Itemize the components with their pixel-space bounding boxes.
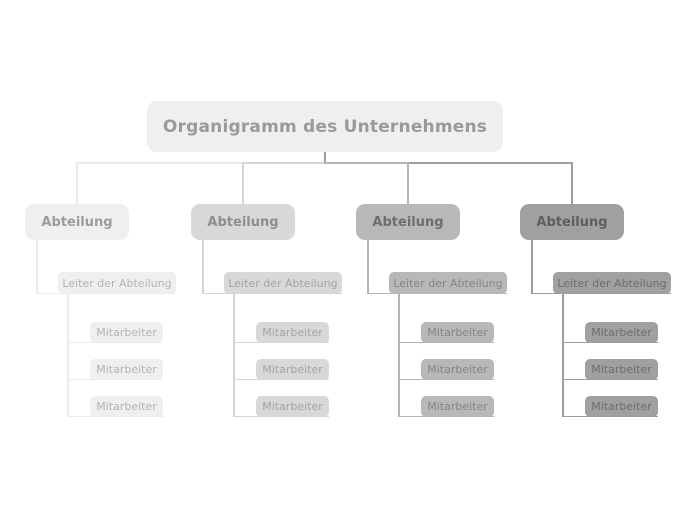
subtree-connector-line — [562, 294, 564, 417]
employee-connector-line — [398, 341, 494, 343]
employee-node: Mitarbeiter — [90, 322, 163, 343]
department-connector-line — [202, 240, 204, 294]
department-node: Abteilung — [25, 204, 129, 240]
employee-node: Mitarbeiter — [90, 359, 163, 380]
employee-connector-line — [67, 415, 163, 417]
employee-connector-line — [233, 378, 329, 380]
employee-connector-line — [67, 341, 163, 343]
leader-node: Leiter der Abteilung — [553, 272, 671, 294]
branch-connector-line — [407, 162, 409, 204]
employee-connector-line — [562, 378, 658, 380]
employee-node: Mitarbeiter — [90, 396, 163, 417]
tree-connector-segment — [324, 162, 408, 164]
org-column: Abteilung Leiter der Abteilung Mitarbeit… — [25, 0, 176, 520]
tree-connector-segment — [243, 162, 325, 164]
department-node: Abteilung — [520, 204, 624, 240]
employee-node: Mitarbeiter — [421, 396, 494, 417]
department-connector-line — [36, 240, 38, 294]
leader-connector-line — [531, 292, 671, 294]
employee-node: Mitarbeiter — [421, 359, 494, 380]
branch-connector-line — [76, 162, 78, 204]
department-node: Abteilung — [191, 204, 295, 240]
org-column: Abteilung Leiter der Abteilung Mitarbeit… — [356, 0, 507, 520]
org-column: Abteilung Leiter der Abteilung Mitarbeit… — [520, 0, 671, 520]
employee-connector-line — [562, 415, 658, 417]
employee-node: Mitarbeiter — [585, 322, 658, 343]
employee-connector-line — [398, 378, 494, 380]
leader-node: Leiter der Abteilung — [224, 272, 342, 294]
org-column: Abteilung Leiter der Abteilung Mitarbeit… — [191, 0, 342, 520]
employee-node: Mitarbeiter — [256, 359, 329, 380]
chart-title-node: Organigramm des Unternehmens — [147, 101, 503, 152]
department-connector-line — [531, 240, 533, 294]
leader-node: Leiter der Abteilung — [58, 272, 176, 294]
employee-connector-line — [233, 415, 329, 417]
subtree-connector-line — [398, 294, 400, 417]
branch-connector-line — [571, 162, 573, 204]
subtree-connector-line — [233, 294, 235, 417]
employee-node: Mitarbeiter — [256, 322, 329, 343]
branch-connector-line — [242, 162, 244, 204]
title-connector-line — [324, 152, 326, 163]
leader-node: Leiter der Abteilung — [389, 272, 507, 294]
employee-connector-line — [233, 341, 329, 343]
department-node: Abteilung — [356, 204, 460, 240]
employee-node: Mitarbeiter — [585, 396, 658, 417]
tree-connector-segment — [408, 162, 573, 164]
leader-connector-line — [367, 292, 507, 294]
employee-connector-line — [67, 378, 163, 380]
employee-connector-line — [562, 341, 658, 343]
employee-node: Mitarbeiter — [585, 359, 658, 380]
subtree-connector-line — [67, 294, 69, 417]
employee-connector-line — [398, 415, 494, 417]
department-connector-line — [367, 240, 369, 294]
employee-node: Mitarbeiter — [421, 322, 494, 343]
leader-connector-line — [202, 292, 342, 294]
leader-connector-line — [36, 292, 176, 294]
employee-node: Mitarbeiter — [256, 396, 329, 417]
tree-connector-segment — [77, 162, 243, 164]
